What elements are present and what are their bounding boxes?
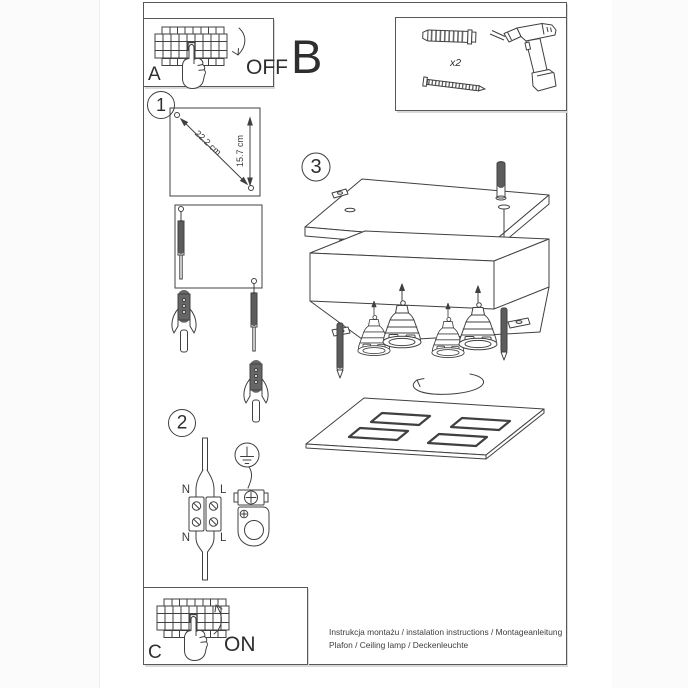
curved-arrow-up-icon: [213, 604, 223, 635]
ground-clamp-icon: [233, 466, 270, 547]
wire-label-l-top: L: [220, 484, 227, 496]
wire-label-l-bottom: L: [220, 532, 227, 544]
step-3-badge: [301, 152, 331, 182]
screw-icon: [422, 76, 487, 92]
box-mounting-screws: [331, 307, 531, 379]
parts-box: [395, 17, 568, 113]
footer-caption-line2: Plafon / Ceiling lamp / Deckenleuchte: [329, 640, 469, 650]
mounting-plate-diagram: [172, 205, 268, 422]
section-a-box: [143, 18, 275, 89]
step-2-badge: [168, 409, 196, 437]
vertical-dimension-label: 15.7 cm: [235, 135, 245, 167]
step-3-number: 3: [310, 156, 321, 178]
anchor-quantity-label: x2: [449, 57, 461, 69]
bottom-cover-plate: [305, 397, 545, 460]
curved-arrow-down-icon: [232, 27, 246, 56]
right-margin: [612, 0, 688, 688]
on-label: ON: [224, 633, 256, 656]
section-c-box: [143, 587, 309, 667]
wiring-diagram: [188, 437, 222, 581]
earth-ground-symbol-icon: [234, 442, 260, 468]
step-1-diagram: [147, 91, 269, 423]
step-1-badge: [147, 91, 175, 119]
step-2-diagram: [168, 409, 270, 581]
wire-label-n-bottom: N: [182, 532, 190, 544]
measurement-diagram: [169, 107, 261, 197]
footer-caption-line1: Instrukcja montażu / instalation instruc…: [329, 627, 563, 637]
wall-anchor-icon: [422, 29, 477, 45]
step-3-diagram: [301, 152, 550, 460]
off-label: OFF: [246, 56, 288, 79]
left-margin: [0, 0, 99, 688]
rotation-arrow-icon: [412, 373, 484, 395]
cordless-drill-icon: [489, 23, 557, 92]
section-b-label: B: [291, 30, 322, 83]
threaded-stud-icon: [495, 161, 507, 201]
section-a-label: A: [148, 64, 161, 85]
step-1-number: 1: [156, 95, 166, 115]
section-c-label: C: [148, 642, 162, 663]
wire-label-n-top: N: [182, 484, 190, 496]
step-2-number: 2: [177, 413, 188, 434]
